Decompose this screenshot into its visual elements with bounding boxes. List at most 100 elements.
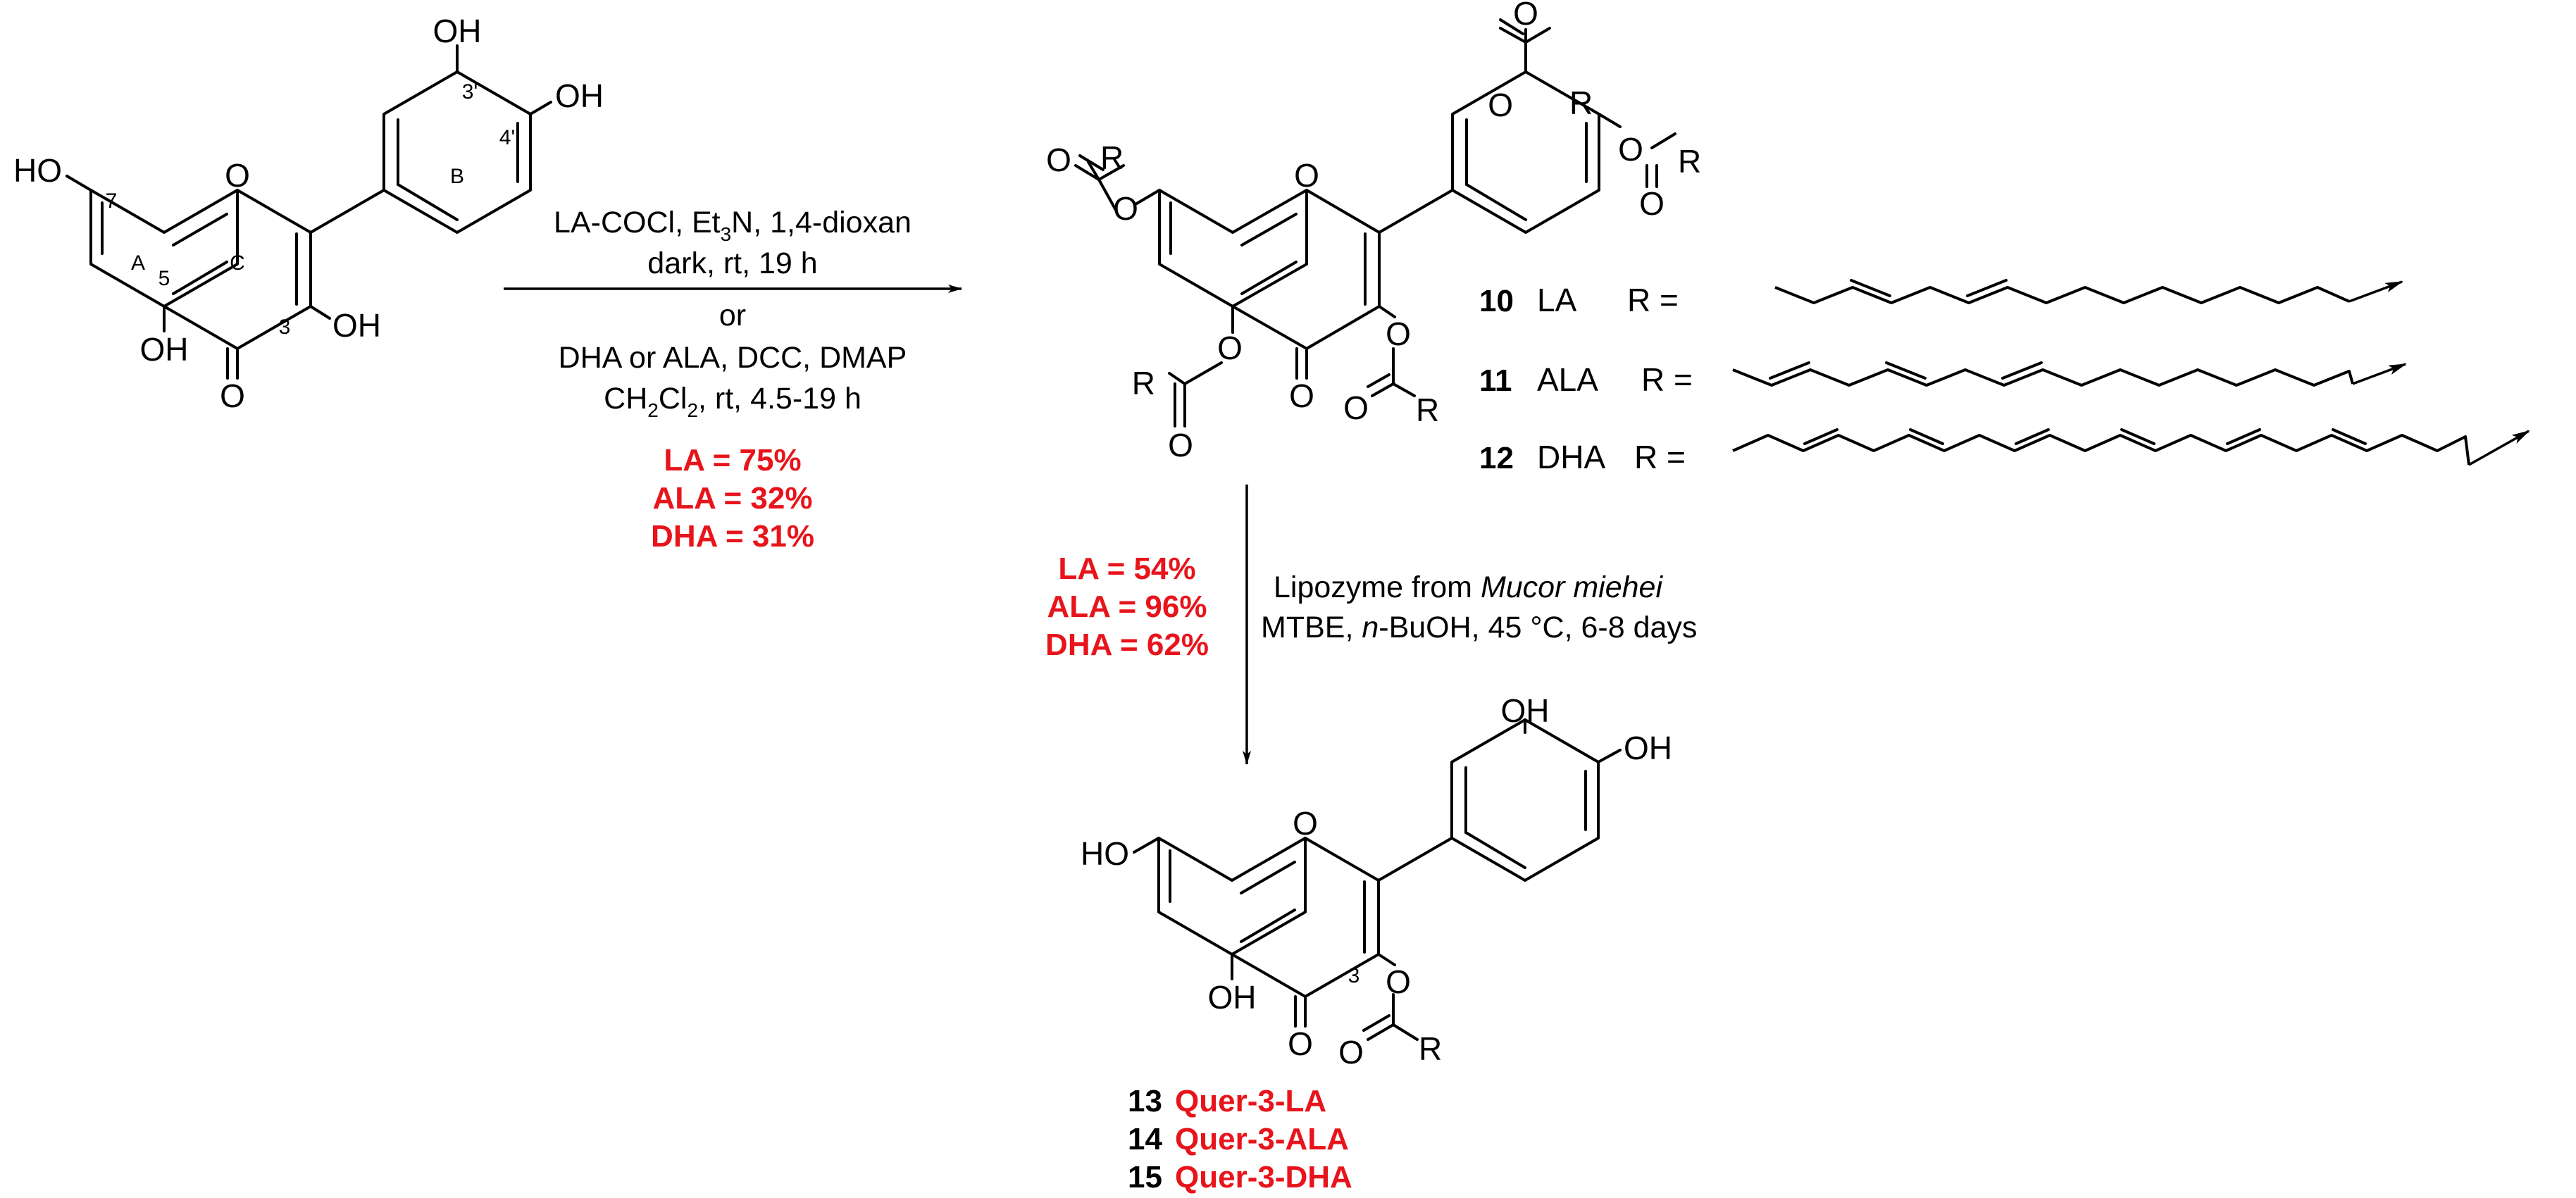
chain-attachment-arrow <box>2352 363 2407 385</box>
hydroxy-5: OH <box>1208 979 1257 1016</box>
r-group-la: 10 LA R = <box>1479 279 2403 318</box>
hydroxy-3prime: OH <box>433 13 482 49</box>
ester-4prime-carbonyl-o: O <box>1639 185 1665 222</box>
docosahexaenoyl-chain <box>1732 434 2470 466</box>
r-group-ala: 11 ALA R = <box>1479 361 2407 398</box>
ester-3prime-r: R <box>1569 85 1593 121</box>
hydroxy-3prime: OH <box>1501 692 1550 729</box>
acid-label-ala: ALA <box>1537 361 1598 398</box>
condition-or: or <box>719 299 746 332</box>
ester-5-o: O <box>1217 330 1243 366</box>
yield-2-ala: ALA = 96% <box>1047 589 1207 624</box>
ester-3-r: R <box>1419 1030 1442 1067</box>
yield-1-la: LA = 75% <box>664 443 801 478</box>
cis-double-bond <box>1966 279 2008 297</box>
compound-number-10: 10 <box>1479 284 1514 318</box>
chain-attachment-arrow <box>2468 430 2530 466</box>
cis-double-bond <box>2226 428 2261 445</box>
ring-oxygen: O <box>1293 805 1318 842</box>
linoleoyl-chain <box>1774 286 2350 304</box>
condition-line-1: LA-COCl, Et3N, 1,4-dioxan <box>554 206 911 245</box>
ester-3-o: O <box>1386 963 1411 1000</box>
r-equals-la: R = <box>1627 282 1679 318</box>
hydroxy-5: OH <box>140 331 189 368</box>
r-group-dha: 12 DHA R = <box>1479 428 2530 475</box>
ester-3prime-o: O <box>1488 87 1513 123</box>
carbonyl-oxygen: O <box>1289 378 1314 414</box>
cis-double-bond <box>1803 428 1838 445</box>
compound-number-11: 11 <box>1479 363 1512 398</box>
condition-line-4: DHA or ALA, DCC, DMAP <box>559 341 907 375</box>
product-bonds <box>1133 718 1622 1041</box>
ester-7-r: R <box>1100 139 1124 176</box>
product-name-15: Quer-3-DHA <box>1175 1160 1352 1194</box>
compound-number-15: 15 <box>1128 1160 1162 1194</box>
cis-double-bond <box>1885 361 1927 380</box>
r-group-list: 10 LA R = 11 ALA R = 12 DHA R = <box>1479 279 2530 475</box>
hydroxy-4prime: OH <box>555 77 604 114</box>
chain-attachment-arrow <box>2348 280 2403 303</box>
ester-7-carbonyl-o: O <box>1046 142 1071 178</box>
cis-double-bond <box>2015 428 2050 445</box>
ring-label-c: C <box>230 251 245 275</box>
compound-number-12: 12 <box>1479 441 1514 475</box>
cis-double-bond <box>1769 361 1810 380</box>
condition-line-5: CH2Cl2, rt, 4.5-19 h <box>604 382 861 421</box>
ring-oxygen: O <box>225 157 250 194</box>
conditions-acylation: LA-COCl, Et3N, 1,4-dioxan dark, rt, 19 h… <box>554 206 911 554</box>
position-3: 3 <box>1348 964 1360 987</box>
r-equals-dha: R = <box>1634 439 1686 475</box>
acid-label-dha: DHA <box>1537 439 1605 475</box>
product-structure: O O HO OH OH OH O O R 3 <box>1081 692 1672 1071</box>
quercetin-bonds <box>66 44 552 380</box>
compound-number-13: 13 <box>1128 1084 1162 1118</box>
ester-3-o: O <box>1386 316 1411 352</box>
ester-3-carbonyl-o: O <box>1343 389 1369 426</box>
position-3prime: 3' <box>462 80 478 104</box>
hydroxy-4prime: OH <box>1624 730 1672 766</box>
product-name-13: Quer-3-LA <box>1175 1084 1326 1118</box>
hydroxy-3: OH <box>332 307 381 344</box>
ester-5-r: R <box>1132 365 1155 401</box>
product-name-14: Quer-3-ALA <box>1175 1122 1349 1156</box>
cis-double-bond <box>2001 361 2043 380</box>
ester-7-o: O <box>1113 190 1138 227</box>
cis-double-bond <box>1909 428 1944 445</box>
ring-oxygen: O <box>1294 157 1319 194</box>
cis-double-bond <box>2332 428 2367 445</box>
carbonyl-oxygen: O <box>1288 1025 1313 1062</box>
ester-3prime-carbonyl-o: O <box>1513 0 1538 32</box>
position-7: 7 <box>106 189 118 213</box>
linolenoyl-chain <box>1732 368 2354 387</box>
ester-3-carbonyl-o: O <box>1338 1034 1364 1071</box>
position-3: 3 <box>279 316 291 339</box>
ring-label-b: B <box>450 165 464 188</box>
hydroxy-7: HO <box>1081 835 1129 872</box>
ester-3-r: R <box>1416 392 1439 428</box>
product-labels: 13 Quer-3-LA 14 Quer-3-ALA 15 Quer-3-DHA <box>1128 1084 1352 1194</box>
quercetin-structure: O O HO OH OH OH OH A C B 7 5 3 3' 4' <box>13 13 604 414</box>
yield-2-la: LA = 54% <box>1058 551 1195 586</box>
condition-enzyme: Lipozyme from Mucor miehei <box>1274 570 1663 604</box>
conditions-hydrolysis: LA = 54% ALA = 96% DHA = 62% Lipozyme fr… <box>1045 551 1697 662</box>
ring-label-a: A <box>131 251 145 275</box>
cis-double-bond <box>1850 279 1891 297</box>
tetraester-structure: O O O O R O O R O O R O O R O O R <box>1046 0 1701 463</box>
position-5: 5 <box>158 267 170 290</box>
tetraester-bonds <box>1074 18 1676 428</box>
compound-number-14: 14 <box>1128 1122 1162 1156</box>
r-equals-ala: R = <box>1641 361 1693 398</box>
condition-line-2: dark, rt, 19 h <box>647 247 817 280</box>
ester-4prime-r: R <box>1678 143 1701 180</box>
cis-double-bond <box>2120 428 2155 445</box>
ester-4prime-o: O <box>1618 131 1643 168</box>
hydroxy-7: HO <box>13 152 62 189</box>
yield-1-ala: ALA = 32% <box>652 481 812 516</box>
acid-label-la: LA <box>1537 282 1577 318</box>
yield-2-dha: DHA = 62% <box>1045 628 1209 662</box>
condition-solvent: MTBE, n-BuOH, 45 °C, 6-8 days <box>1261 611 1697 644</box>
carbonyl-oxygen: O <box>220 378 245 414</box>
position-4prime: 4' <box>499 126 515 149</box>
yield-1-dha: DHA = 31% <box>651 519 814 554</box>
